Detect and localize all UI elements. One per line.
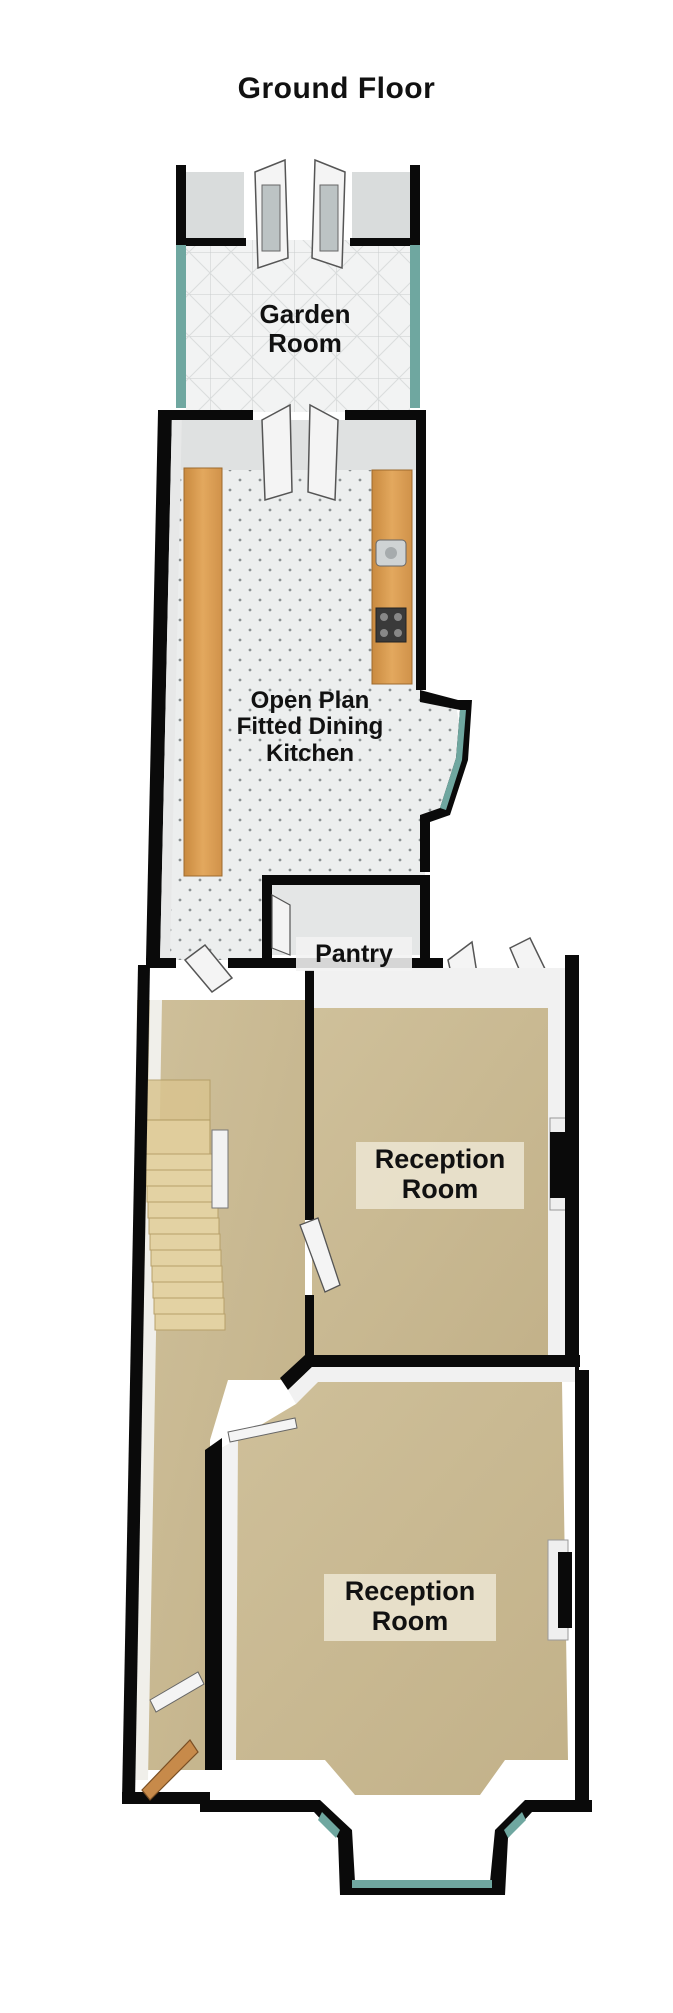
staircase [137, 1079, 229, 1331]
kitchen-label-line3: Kitchen [265, 739, 354, 767]
reception-rear-label-line1: Reception [374, 1144, 506, 1174]
pantry-left-wall [262, 875, 272, 965]
reception-rear-door [299, 1217, 341, 1293]
garden-room-inner-shade-left [186, 172, 244, 238]
kitchen-left-wall-shadow [160, 412, 182, 960]
pantry-label: Pantry [296, 937, 412, 971]
garden-room-left-wall [176, 165, 186, 245]
garden-room-label-line2: Room [268, 327, 342, 358]
left-outer-wall [122, 965, 150, 1800]
kitchen-top-wall-left [158, 410, 253, 420]
garden-room [176, 158, 420, 412]
garden-room-rear-wall-left [186, 238, 246, 246]
front-bay-glass [352, 1880, 492, 1888]
kitchen-bay-glass [440, 710, 466, 810]
kitchen-label: Open Plan Fitted Dining Kitchen [195, 687, 425, 767]
garden-room-inner-shade-right [352, 172, 410, 238]
reception-front-label: Reception Room [324, 1574, 496, 1641]
reception-front-inner-shade [222, 1438, 238, 1760]
kitchen [146, 403, 472, 960]
garden-room-label-line1: Garden [259, 299, 351, 329]
kitchen-worktop-right [371, 469, 413, 685]
front-bay-wall [200, 1800, 592, 1895]
garden-room-right-glass [410, 168, 420, 408]
hall-porch-door [149, 1671, 205, 1713]
reception-separating-wall [280, 1355, 580, 1390]
reception-rear-label-line2: Room [401, 1173, 479, 1204]
right-outer-wall-lower [575, 1370, 589, 1800]
garden-room-rear-wall-right [350, 238, 410, 246]
reception-rear-label: Reception Room [356, 1142, 524, 1209]
kitchen-top-wall-right [345, 410, 420, 420]
hob-icon [375, 607, 407, 643]
hall-door [183, 943, 234, 994]
reception-front-label-line2: Room [371, 1605, 449, 1636]
garden-room-label: Garden Room [210, 300, 400, 357]
kitchen-left-wall [146, 412, 172, 960]
reception-rear-divider-wall [305, 970, 314, 1220]
kitchen-worktop-left [183, 467, 223, 877]
kitchen-label-line2: Fitted Dining [236, 713, 384, 741]
reception-front-door [227, 1417, 298, 1443]
pantry-door [271, 893, 291, 956]
garden-room-right-wall [410, 165, 420, 245]
pantry-right-wall [420, 875, 430, 965]
kitchen-door-left [261, 403, 293, 501]
reception-rear-divider-wall-lower [305, 1295, 314, 1355]
kitchen-reception-wall-left [146, 958, 176, 968]
reception-separating-shade [288, 1367, 575, 1404]
kitchen-wall-shade-top [172, 420, 420, 470]
kitchen-label-line1: Open Plan [250, 687, 370, 714]
front-entrance-door [141, 1739, 199, 1801]
reception-rear-top-shade [312, 968, 564, 1008]
reception-front-label-line1: Reception [344, 1576, 476, 1606]
floor-title: Ground Floor [237, 72, 436, 105]
garden-room-left-glass [176, 168, 186, 408]
bottom-left-wall [122, 1792, 210, 1804]
garden-room-floor [186, 240, 410, 412]
pantry-top-wall [262, 875, 427, 885]
reception-front-inner-wall [205, 1438, 222, 1770]
right-outer-wall-upper [565, 955, 579, 1375]
kitchen-right-wall [416, 410, 426, 690]
kitchen-door-right [307, 403, 339, 501]
